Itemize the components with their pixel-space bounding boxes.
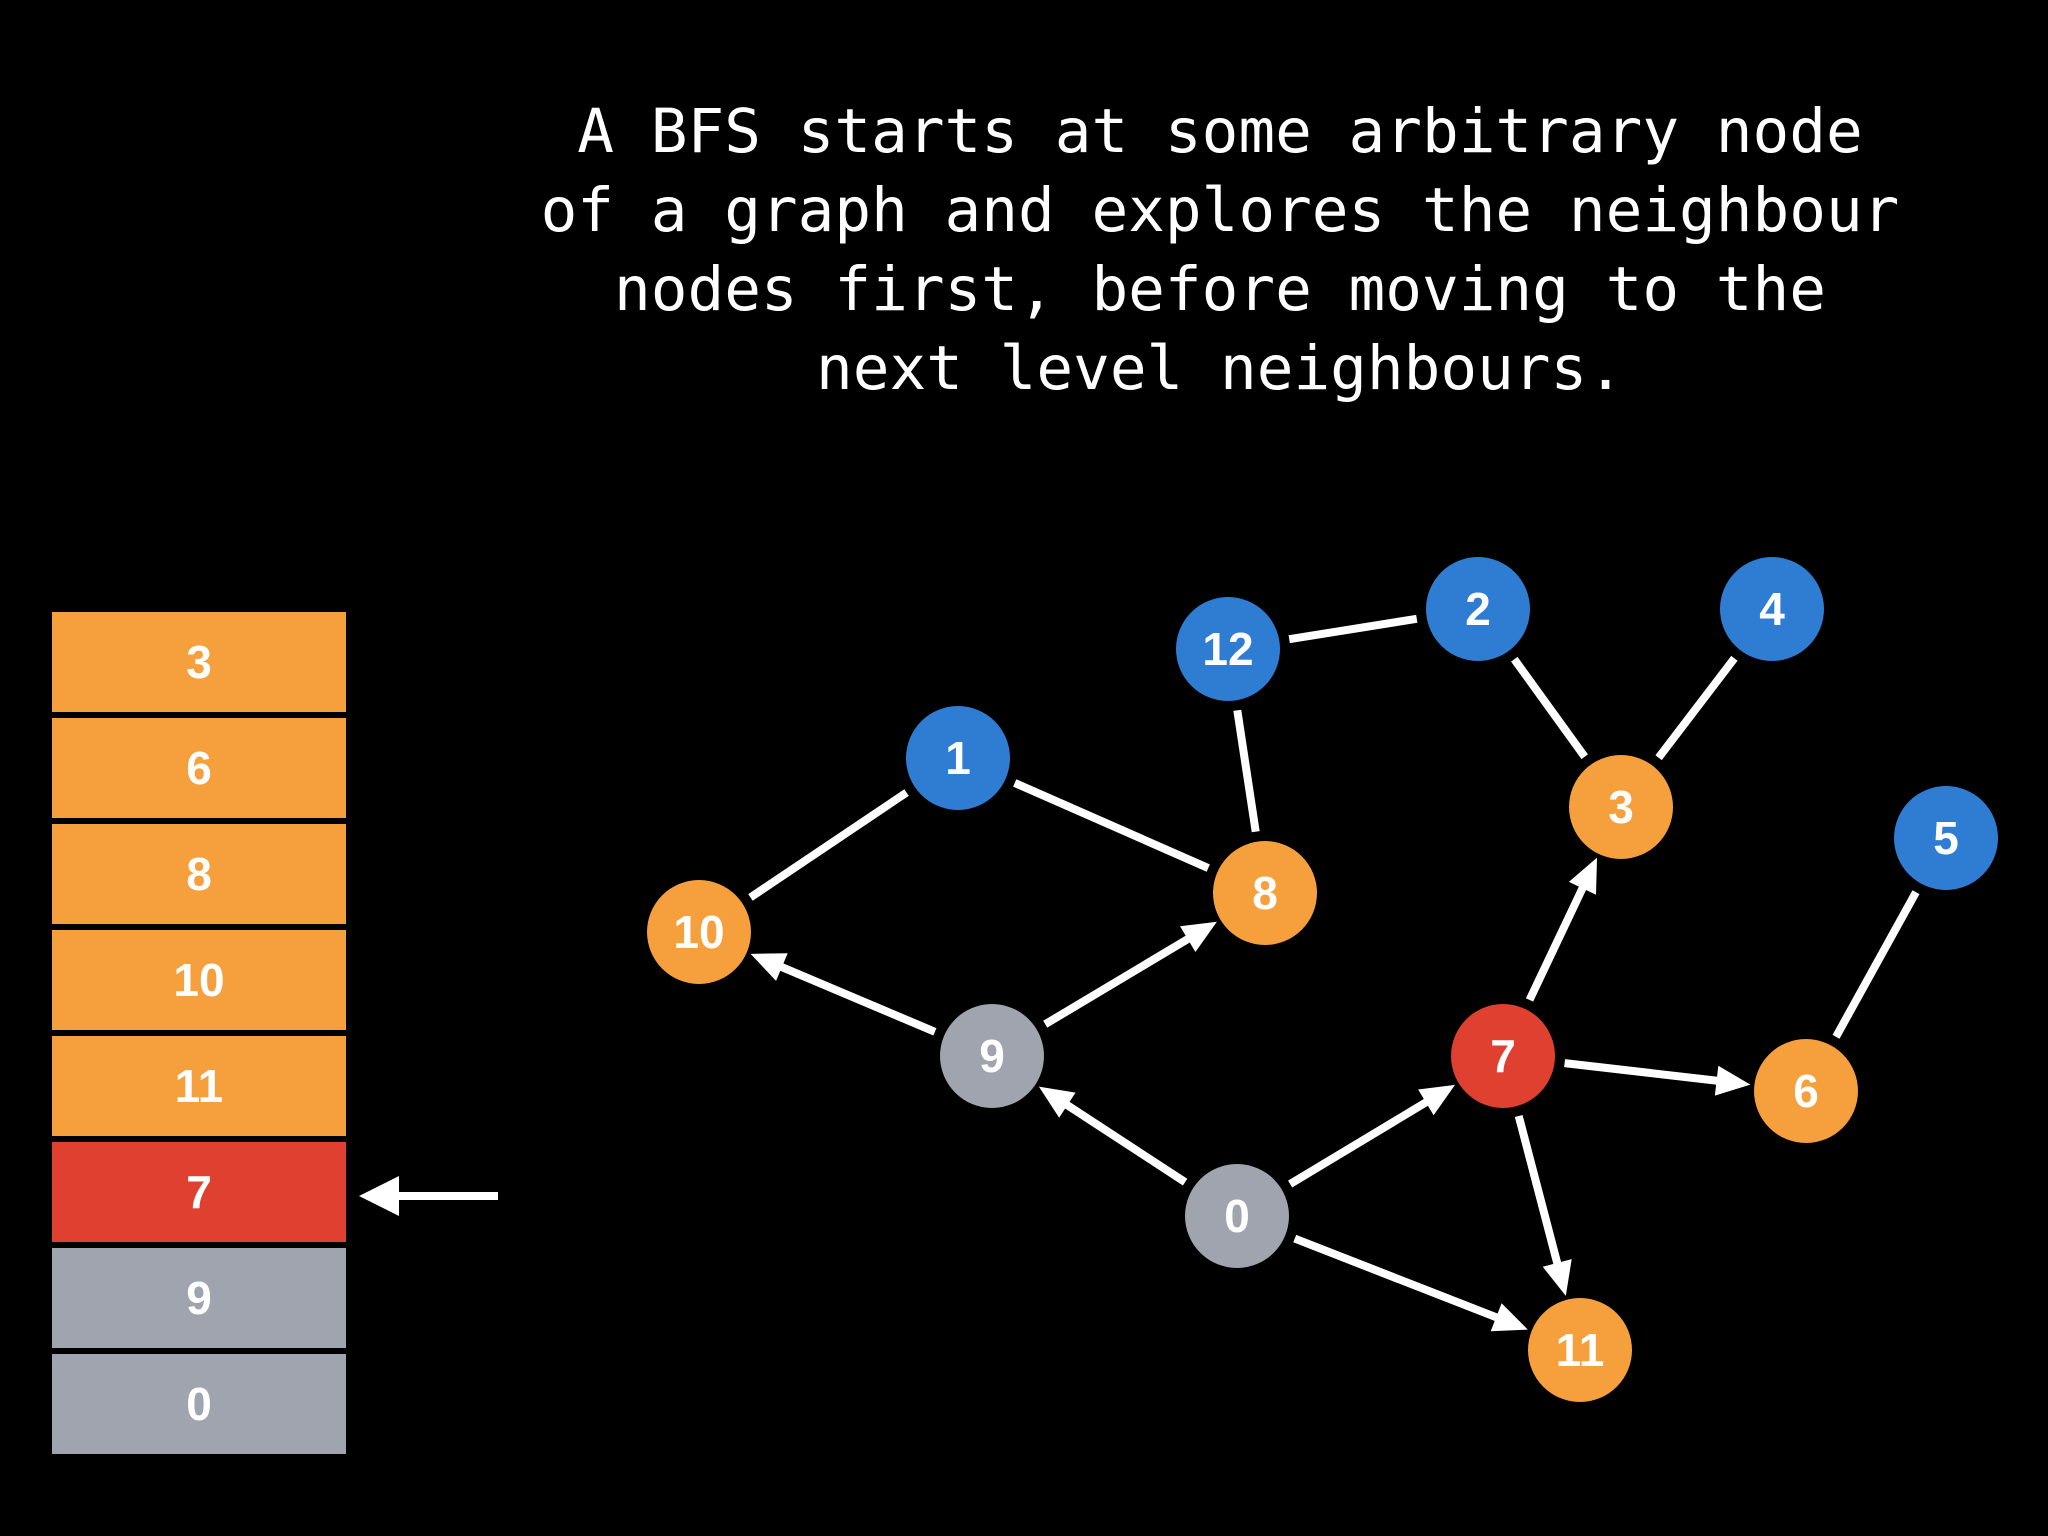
arrowhead: [1418, 1084, 1456, 1116]
directed-edge: [1043, 921, 1217, 1028]
edge-line: [1043, 933, 1194, 1028]
edge: [1013, 779, 1210, 872]
node-circle: [1213, 841, 1317, 945]
directed-edge: [750, 953, 937, 1036]
edge-line: [1233, 709, 1260, 833]
node-label: 11: [1556, 1324, 1605, 1376]
edge-line: [1832, 890, 1920, 1039]
edge: [748, 789, 909, 901]
directed-edge: [1038, 1086, 1188, 1186]
node-circle: [1569, 755, 1673, 859]
graph-node: 3: [1569, 755, 1673, 859]
node-label: 10: [673, 906, 724, 958]
arrowhead: [1490, 1303, 1528, 1332]
graph-node: 11: [1528, 1298, 1632, 1402]
edge-line: [1564, 1059, 1722, 1086]
edge: [1655, 655, 1738, 761]
arrowhead: [1542, 1259, 1572, 1296]
graph-node: 1: [906, 706, 1010, 810]
node-circle: [1185, 1164, 1289, 1268]
edge-line: [1293, 1234, 1502, 1323]
edge-line: [748, 789, 909, 901]
caption-line: of a graph and explores the neighbour: [540, 175, 1900, 246]
directed-edge: [1288, 1084, 1456, 1188]
queue-cell: 11: [52, 1036, 346, 1136]
node-label: 2: [1465, 583, 1491, 635]
edge: [1511, 656, 1588, 760]
graph-node: 6: [1754, 1039, 1858, 1143]
graph-node: 8: [1213, 841, 1317, 945]
arrowhead: [1180, 921, 1217, 953]
graph-node: 9: [940, 1004, 1044, 1108]
edge: [1233, 709, 1260, 833]
node-label: 3: [1608, 781, 1634, 833]
node-label: 9: [979, 1030, 1005, 1082]
edge-line: [776, 961, 937, 1036]
edge-line: [1525, 883, 1588, 1002]
node-label: 12: [1202, 623, 1253, 675]
graph-node: 2: [1426, 557, 1530, 661]
node-label: 0: [1224, 1190, 1250, 1242]
caption-line: A BFS starts at some arbitrary node: [577, 96, 1863, 167]
edge-line: [1655, 655, 1738, 761]
queue-cell: 3: [52, 612, 346, 712]
node-label: 1: [945, 732, 971, 784]
graph-node: 4: [1720, 557, 1824, 661]
edge-line: [1013, 779, 1210, 872]
node-circle: [1451, 1004, 1555, 1108]
node-label: 8: [1252, 867, 1278, 919]
node-circle: [1176, 597, 1280, 701]
queue-cell: 9: [52, 1248, 346, 1348]
edge-line: [1514, 1114, 1563, 1268]
caption-line: next level neighbours.: [816, 333, 1624, 404]
edge: [1288, 614, 1418, 644]
node-label: 6: [1793, 1065, 1819, 1117]
arrowhead: [1568, 857, 1598, 895]
bfs-queue: 3 6 8 10 11 7 9 0: [52, 612, 346, 1460]
edge: [1832, 890, 1920, 1039]
edge-line: [1288, 614, 1418, 644]
edge-layer: [748, 614, 1920, 1332]
queue-cell: 8: [52, 824, 346, 924]
edge-line: [1061, 1099, 1188, 1186]
node-circle: [906, 706, 1010, 810]
graph-node: 12: [1176, 597, 1280, 701]
node-label: 7: [1490, 1030, 1516, 1082]
graph-node: 5: [1894, 786, 1998, 890]
node-circle: [647, 880, 751, 984]
queue-cell: 0: [52, 1354, 346, 1454]
node-circle: [1426, 557, 1530, 661]
node-label: 5: [1933, 812, 1959, 864]
directed-edge: [1293, 1234, 1528, 1332]
arrowhead: [1714, 1065, 1751, 1096]
node-circle: [1528, 1298, 1632, 1402]
node-circle: [1754, 1039, 1858, 1143]
arrowhead: [1038, 1086, 1076, 1118]
queue-cell: 10: [52, 930, 346, 1030]
edge-line: [1511, 656, 1588, 760]
graph-node: 0: [1185, 1164, 1289, 1268]
graph-node: 7: [1451, 1004, 1555, 1108]
edge-line: [1288, 1096, 1432, 1188]
directed-edge: [1525, 857, 1598, 1002]
caption-line: nodes first, before moving to the: [614, 254, 1826, 325]
arrowhead: [750, 953, 788, 981]
node-circle: [1720, 557, 1824, 661]
node-label: 4: [1759, 583, 1785, 635]
directed-edge: [1564, 1059, 1751, 1096]
queue-cell: 6: [52, 718, 346, 818]
left-arrow-icon: [359, 1176, 498, 1216]
node-circle: [1894, 786, 1998, 890]
queue-cell-current: 7: [52, 1142, 346, 1242]
caption: A BFS starts at some arbitrary node of a…: [440, 92, 2000, 408]
directed-edge: [1514, 1114, 1572, 1296]
graph-node: 10: [647, 880, 751, 984]
node-circle: [940, 1004, 1044, 1108]
